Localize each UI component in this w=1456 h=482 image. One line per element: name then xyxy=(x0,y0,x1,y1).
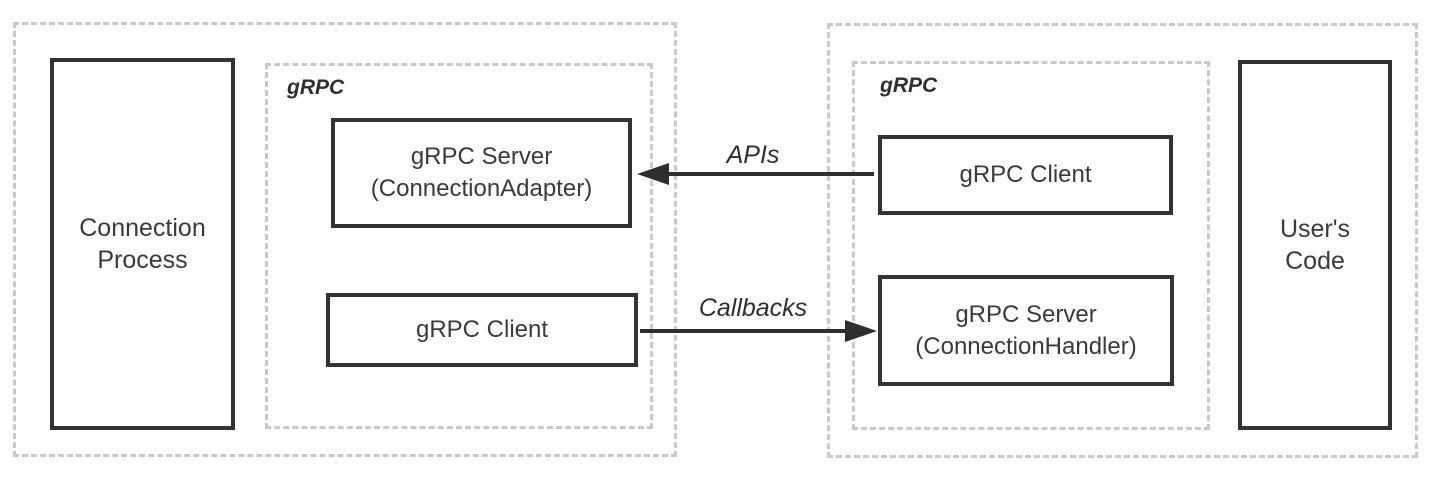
users-code-box: User's Code xyxy=(1238,60,1392,430)
grpc-group-left-container xyxy=(265,63,653,429)
grpc-group-left-label: gRPC xyxy=(287,76,345,99)
grpc-server-connection-adapter-box: gRPC Server (ConnectionAdapter) xyxy=(331,118,632,228)
grpc-server-connection-handler-box: gRPC Server (ConnectionHandler) xyxy=(878,275,1174,386)
users-code-label-line1: User's xyxy=(1279,215,1351,243)
grpc-server-handler-label-line1: gRPC Server xyxy=(955,300,1097,328)
connection-process-group-container xyxy=(13,22,677,457)
grpc-server-handler-label-line2: (ConnectionHandler) xyxy=(915,332,1137,360)
grpc-group-right-container xyxy=(852,61,1210,430)
grpc-server-adapter-label-line2: (ConnectionAdapter) xyxy=(370,175,593,202)
connection-process-label-line1: Connection xyxy=(79,214,206,242)
grpc-client-right-box: gRPC Client xyxy=(878,135,1173,215)
grpc-group-right-label: gRPC xyxy=(880,74,938,97)
connection-process-label-line2: Process xyxy=(97,246,188,274)
users-code-label-line2: Code xyxy=(1285,247,1345,275)
grpc-client-left-box: gRPC Client xyxy=(326,293,638,367)
connection-process-box: Connection Process xyxy=(50,58,235,430)
grpc-client-right-label: gRPC Client xyxy=(959,161,1092,188)
callbacks-arrow-label: Callbacks xyxy=(698,294,808,322)
users-code-group-container xyxy=(827,23,1418,458)
apis-arrow-label: APIs xyxy=(726,141,780,169)
grpc-client-left-label: gRPC Client xyxy=(415,316,549,343)
grpc-server-adapter-label-line1: gRPC Server xyxy=(410,143,553,170)
